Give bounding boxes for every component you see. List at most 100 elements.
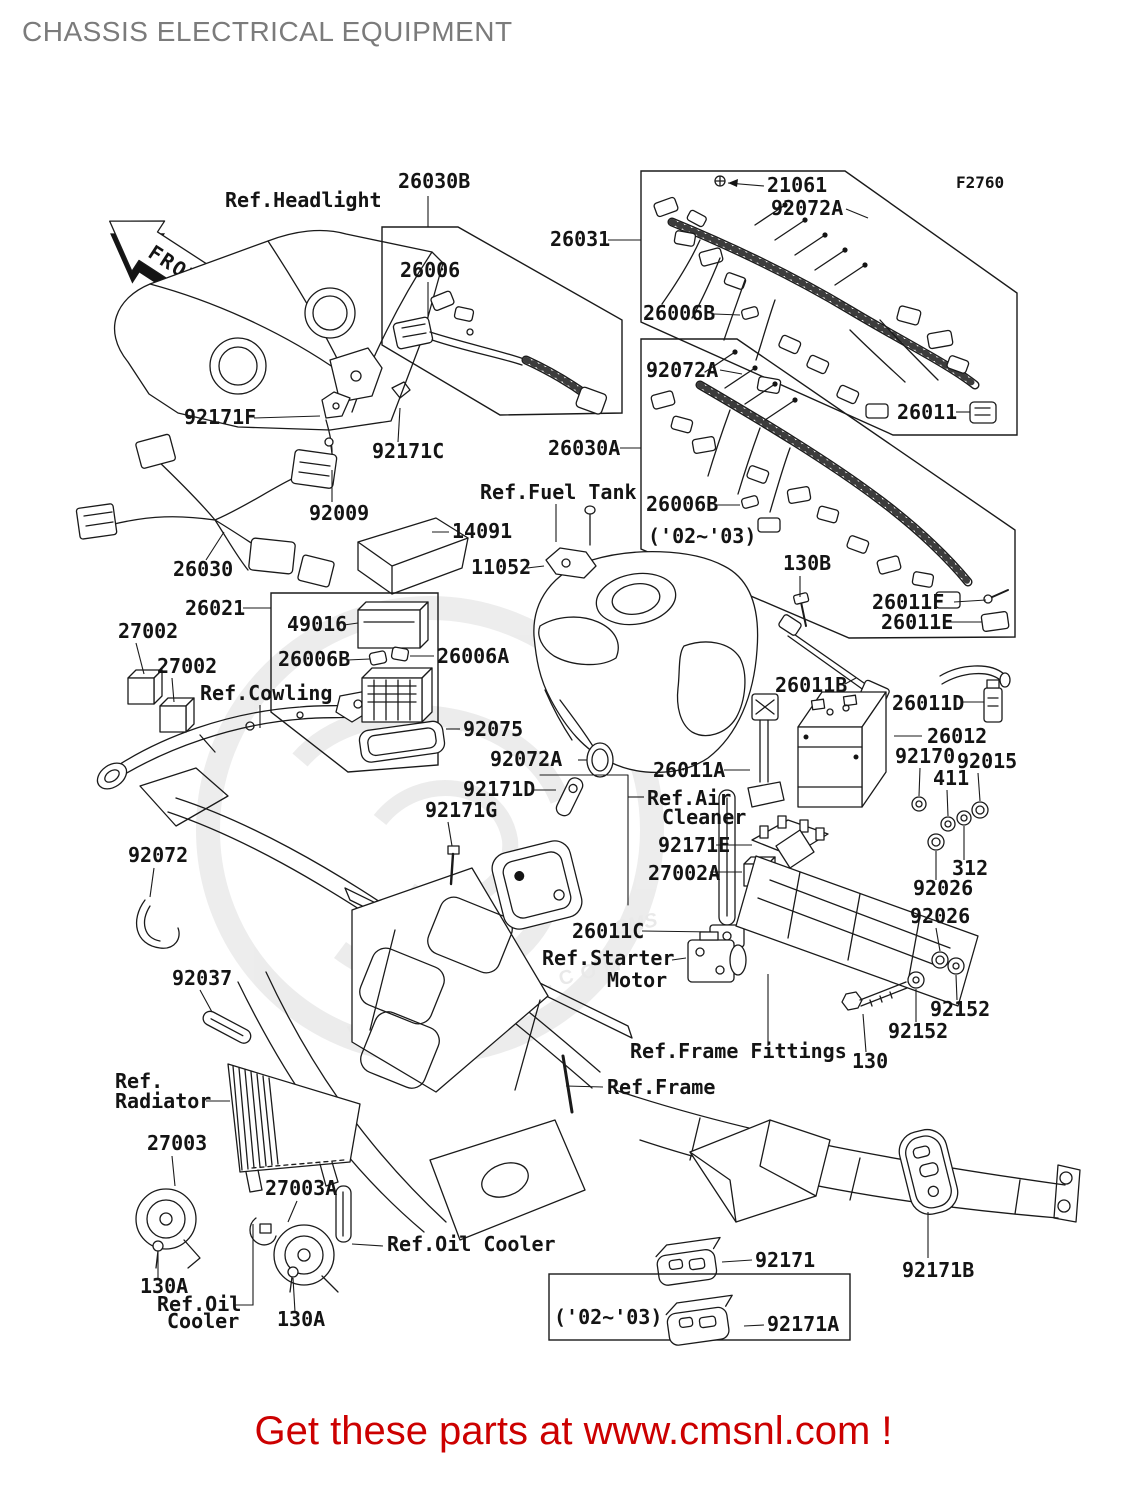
- part-label-92171a: 92171A: [767, 1312, 839, 1336]
- part-label-27003a: 27003A: [265, 1176, 337, 1200]
- year-box-02-03: [548, 1273, 851, 1346]
- key-fob-92171b-drawing: [898, 1128, 959, 1215]
- year-note-label-2: ('02~'03): [554, 1305, 662, 1329]
- hardware-fasteners-drawing: [841, 796, 989, 1011]
- cable-ties-92072a-upper: [754, 202, 868, 286]
- part-label-11052: 11052: [471, 555, 531, 579]
- harness-26031-drawing: [653, 175, 997, 424]
- footer-promo-text: Get these parts at www.cmsnl.com !: [254, 1409, 893, 1453]
- part-label-26006a: 26006A: [437, 644, 509, 668]
- starter-motor-drawing: [687, 931, 747, 983]
- part-label-92075: 92075: [463, 717, 523, 741]
- pin-92171g-drawing: [447, 845, 460, 886]
- ref-air-cleaner-label-1: Ref.Air: [647, 786, 731, 810]
- part-label-92152-2: 92152: [888, 1019, 948, 1043]
- part-label-130: 130: [852, 1049, 888, 1073]
- cable-ties-92072a-lower: [704, 349, 798, 421]
- ref-radiator-label-2: Radiator: [115, 1089, 211, 1113]
- part-label-26011f: 26011F: [872, 590, 944, 614]
- part-label-27002a: 27002A: [648, 861, 720, 885]
- ecu-14091-drawing: [357, 517, 469, 595]
- air-cleaner-drawing: [491, 840, 583, 930]
- part-label-130b: 130B: [783, 551, 831, 575]
- ref-frame-label: Ref.Frame: [607, 1075, 715, 1099]
- part-label-26030b: 26030B: [398, 169, 470, 193]
- oil-cooler-clamp-drawing: [249, 1217, 277, 1246]
- harness-26030a-drawing: [650, 349, 1010, 632]
- radiator-drawing: [227, 1063, 361, 1193]
- band-92037-drawing: [202, 1010, 252, 1044]
- harness-26030-drawing: [75, 433, 338, 588]
- part-label-92171f: 92171F: [184, 405, 256, 429]
- part-label-26012: 26012: [927, 724, 987, 748]
- battery-26012-drawing: [797, 691, 887, 808]
- part-label-26006: 26006: [400, 258, 460, 282]
- relay-27002-drawings: [127, 669, 195, 733]
- part-label-92171d: 92171D: [463, 777, 535, 801]
- part-label-21061: 21061: [767, 173, 827, 197]
- horn-2-drawing: [273, 1224, 339, 1293]
- part-label-411: 411: [933, 766, 969, 790]
- part-label-312: 312: [952, 856, 988, 880]
- part-label-26011: 26011: [897, 400, 957, 424]
- figure-code-label: F2760: [956, 173, 1004, 192]
- battery-tray-drawing: [735, 829, 979, 1007]
- part-label-130a-1: 130A: [140, 1274, 188, 1298]
- year-note-label-1: ('02~'03): [648, 524, 756, 548]
- part-label-130a-2: 130A: [277, 1307, 325, 1331]
- ref-radiator-label-1: Ref.: [115, 1069, 163, 1093]
- ground-cable-26011d-drawing: [939, 665, 1011, 723]
- horn-1-drawing: [135, 1188, 201, 1269]
- headlight-drawing: [113, 229, 444, 469]
- part-label-92072a-1: 92072A: [771, 196, 843, 220]
- part-label-92170: 92170: [895, 744, 955, 768]
- part-label-26031: 26031: [550, 227, 610, 251]
- part-label-26021: 26021: [185, 596, 245, 620]
- page-title: CHASSIS ELECTRICAL EQUIPMENT: [22, 16, 513, 47]
- part-label-92072: 92072: [128, 843, 188, 867]
- ref-starter-motor-label-2: Motor: [607, 968, 667, 992]
- part-label-26006b-3: 26006B: [278, 647, 350, 671]
- part-label-92037: 92037: [172, 966, 232, 990]
- part-label-92171c: 92171C: [372, 439, 444, 463]
- part-label-49016: 49016: [287, 612, 347, 636]
- part-label-92152-1: 92152: [930, 997, 990, 1021]
- part-label-92009: 92009: [309, 501, 369, 525]
- leader-lines: [135, 179, 987, 1327]
- part-label-92171: 92171: [755, 1248, 815, 1272]
- part-label-27002-1: 27002: [118, 619, 178, 643]
- ref-frame-fittings-label: Ref.Frame Fittings: [630, 1039, 847, 1063]
- box-26030a: [640, 338, 1016, 639]
- part-label-26011b: 26011B: [775, 673, 847, 697]
- part-label-92072a-2: 92072A: [646, 358, 718, 382]
- part-label-92171e: 92171E: [658, 833, 730, 857]
- part-labels: F2760 Ref.Headlight 26030B 26006 26031 2…: [115, 169, 1017, 1336]
- clamp-92072-drawing: [136, 899, 180, 949]
- ref-headlight-label: Ref.Headlight: [225, 188, 382, 212]
- damper-92171-drawing: [655, 1236, 721, 1286]
- battery-cable-26011b-drawing: [778, 592, 890, 705]
- frame-drawing: [139, 767, 1081, 1241]
- box-26021: [270, 592, 446, 773]
- pin-92171d-drawing: [555, 777, 584, 817]
- harness-26006-drawing: [392, 290, 608, 415]
- part-label-14091: 14091: [452, 519, 512, 543]
- part-label-27002-2: 27002: [157, 654, 217, 678]
- junction-parts-drawing: [357, 601, 446, 763]
- ref-starter-motor-label-1: Ref.Starter: [542, 946, 674, 970]
- part-label-26030: 26030: [173, 557, 233, 581]
- box-26031: [640, 170, 1018, 436]
- part-label-92026-1: 92026: [913, 876, 973, 900]
- ref-oil-cooler-left-label-1: Ref.Oil: [157, 1292, 241, 1316]
- part-label-26011a: 26011A: [653, 758, 725, 782]
- ring-92072a-drawing: [586, 742, 614, 778]
- fuel-tank-drawing: [533, 551, 759, 773]
- part-label-26011c: 26011C: [572, 919, 644, 943]
- ref-oil-cooler-right-label: Ref.Oil Cooler: [387, 1232, 556, 1256]
- battery-cable-26011a-drawing: [747, 693, 785, 808]
- part-label-92072a-3: 92072A: [490, 747, 562, 771]
- ref-fuel-tank-label: Ref.Fuel Tank: [480, 480, 637, 504]
- oil-cooler-strip-drawing: [335, 1185, 352, 1243]
